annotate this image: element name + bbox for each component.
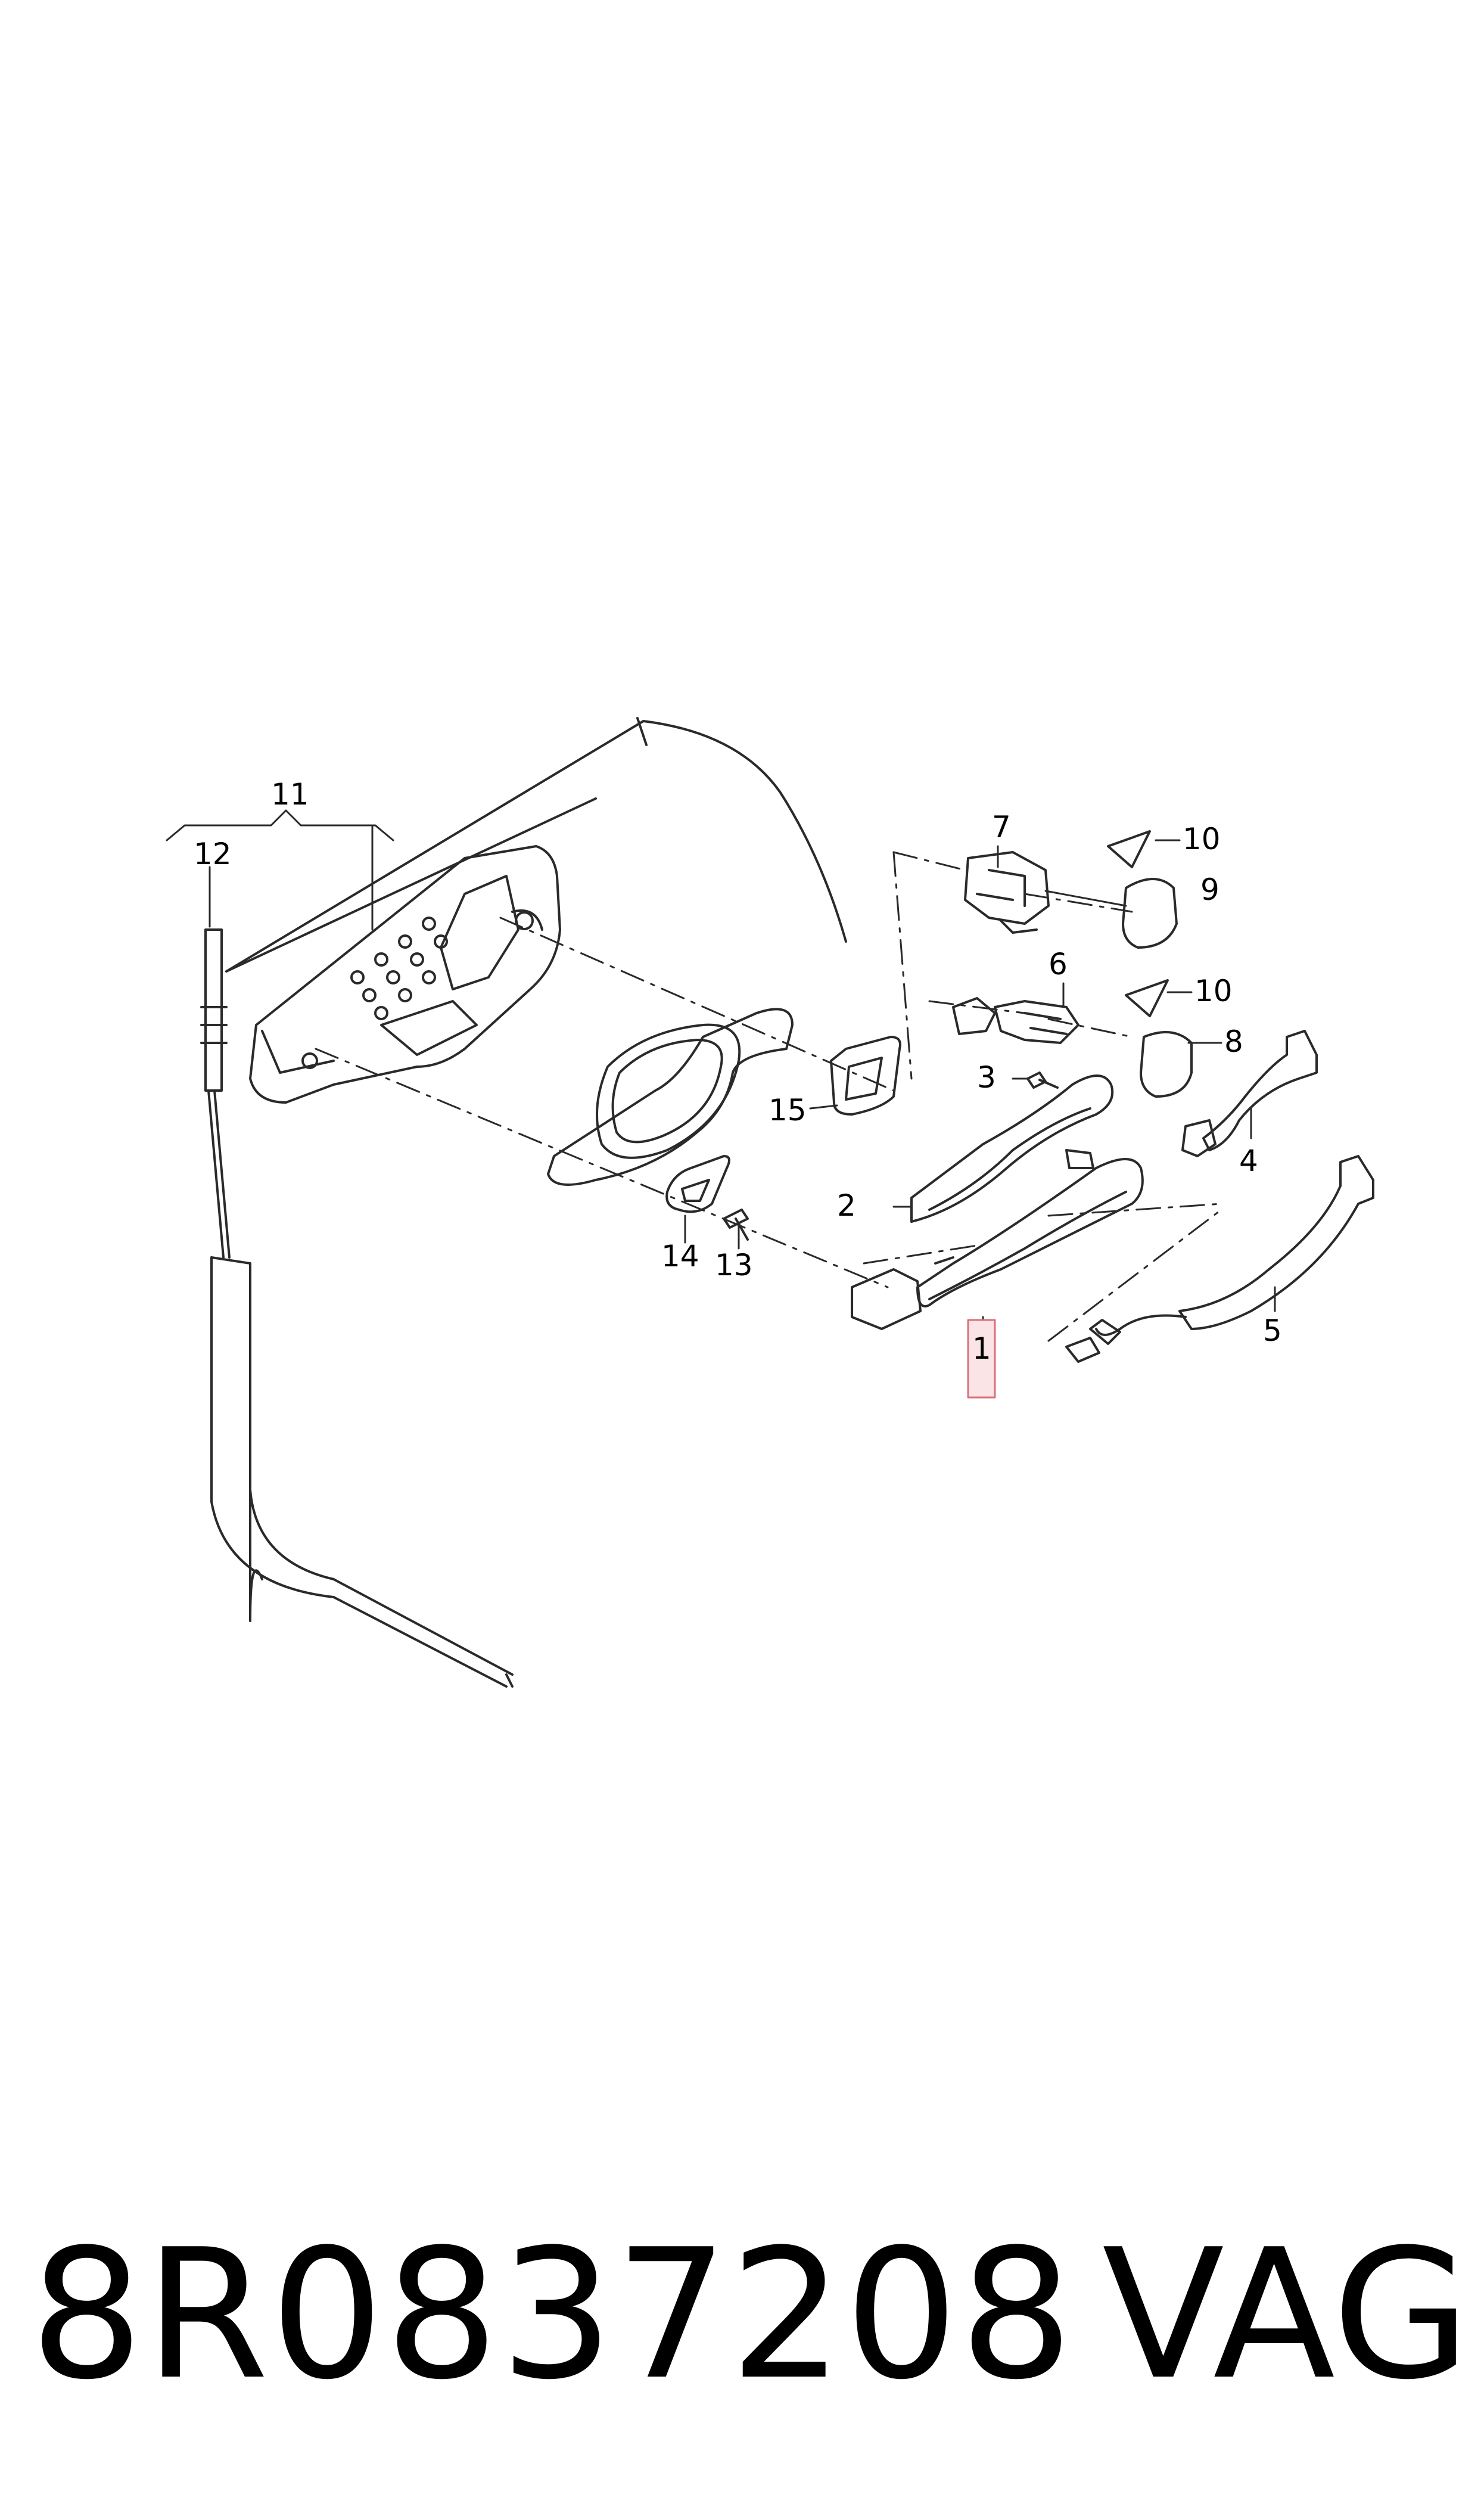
callout-9: 9 (1200, 872, 1219, 907)
part-number: 8R0837208 (30, 2211, 1075, 2419)
callout-8: 8 (1224, 1024, 1243, 1059)
exploded-parts-diagram: 11 12 7 10 9 6 10 8 3 15 4 2 14 13 5 1 (166, 717, 1374, 1688)
handle-1 (851, 1149, 1144, 1330)
trim-10-upper (1107, 830, 1151, 868)
callout-2: 2 (837, 1188, 856, 1223)
callout-7: 7 (992, 810, 1011, 844)
callout-3: 3 (977, 1060, 996, 1095)
callout-10-upper: 10 (1183, 822, 1221, 856)
highlight-box-1 (967, 1319, 996, 1399)
lock-cylinder-6 (952, 997, 1079, 1044)
screw-3 (1026, 1071, 1059, 1089)
gasket-15 (830, 1036, 901, 1116)
bowden-cable-12 (200, 866, 514, 1688)
callout-6: 6 (1049, 947, 1068, 981)
callout-1: 1 (972, 1331, 991, 1366)
leader-lines (684, 839, 1276, 1330)
callout-14: 14 (661, 1239, 699, 1274)
callout-12: 12 (194, 837, 232, 871)
seal-14 (665, 1155, 730, 1213)
trim-10-lower (1125, 979, 1169, 1017)
handle-cap-2 (910, 1074, 1114, 1223)
callout-labels: 11 12 7 10 9 6 10 8 3 15 4 2 14 13 5 1 (194, 777, 1282, 1366)
handle-cover-5 (1065, 1155, 1374, 1363)
cap-8 (1140, 1031, 1193, 1098)
callout-13: 13 (715, 1248, 753, 1282)
door-panel-outline (225, 717, 847, 973)
lock-housing-7 (964, 851, 1050, 934)
callout-11: 11 (271, 777, 309, 812)
callout-4: 4 (1239, 1144, 1258, 1178)
brand-name: VAG (1102, 2211, 1471, 2419)
cap-9 (1122, 878, 1178, 949)
callout-5: 5 (1263, 1313, 1282, 1348)
assembly-axis-lines (315, 851, 1222, 1342)
callout-10-lower: 10 (1194, 974, 1233, 1008)
carrier-plate-11 (249, 845, 561, 1104)
handle-recess-bezel (547, 1008, 794, 1186)
callout-15: 15 (769, 1093, 807, 1128)
screw-13 (723, 1209, 749, 1241)
sensor-strip-4 (1181, 1030, 1318, 1157)
leader-11 (166, 809, 394, 931)
